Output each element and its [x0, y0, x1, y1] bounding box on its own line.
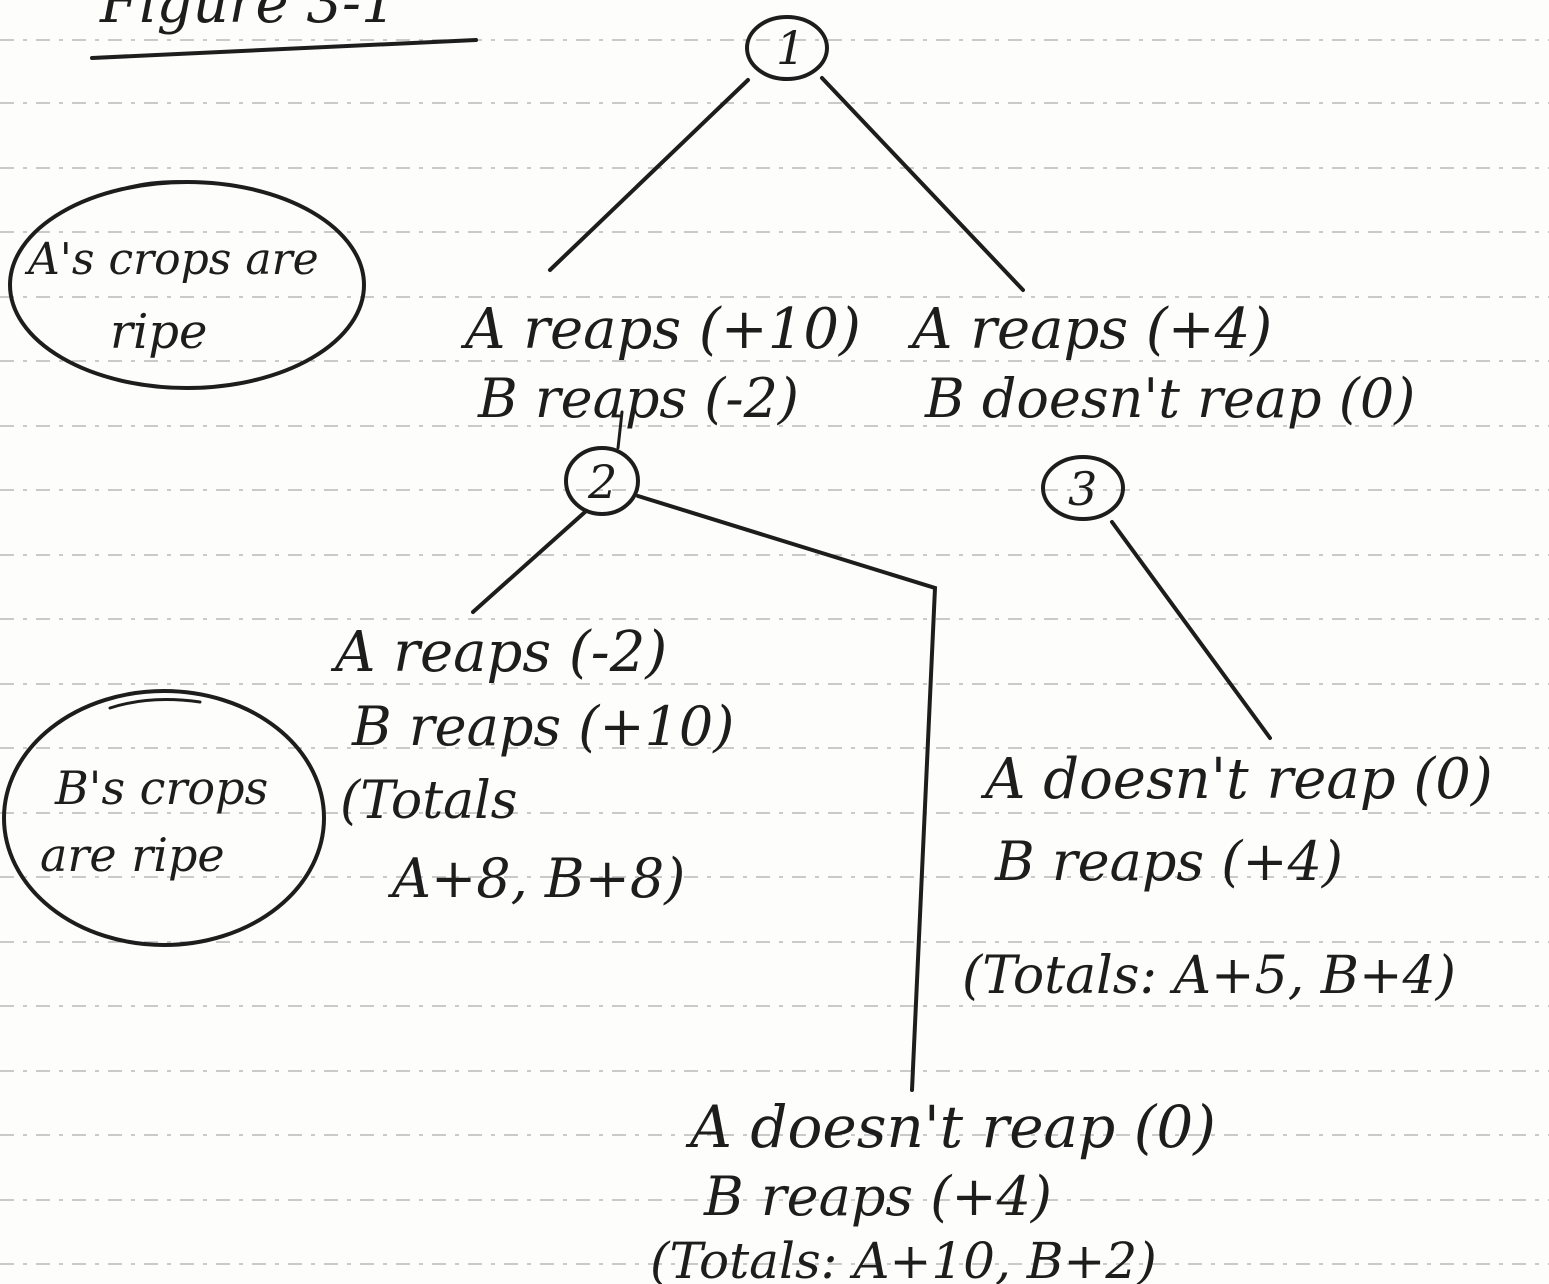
n2-right-outcome-line1: A doesn't reap (0) — [690, 1093, 1216, 1161]
node-2-circle — [564, 446, 640, 516]
n1-left-outcome-line2: B reaps (-2) — [478, 367, 799, 430]
edge-2-left — [471, 510, 587, 614]
figure-title: Figure 3-1 — [100, 0, 397, 36]
n3-outcome-line1: A doesn't reap (0) — [985, 747, 1493, 812]
node-3-circle — [1041, 455, 1125, 521]
n2-left-outcome-line3: (Totals — [340, 771, 518, 831]
n1-right-outcome-line1: A reaps (+4) — [912, 297, 1273, 362]
n3-outcome-line2: B reaps (+4) — [995, 830, 1343, 893]
title-underline — [90, 38, 478, 60]
a-crops-label-line1: A's crops are — [28, 234, 319, 285]
a-crops-oval-tail — [118, 180, 192, 192]
n2-left-outcome-line1: A reaps (-2) — [335, 620, 668, 685]
edge-3-down — [1110, 520, 1272, 740]
edge-2-right — [636, 494, 938, 1092]
node-1-label: 1 — [776, 21, 805, 75]
n1-left-outcome-line1: A reaps (+10) — [465, 297, 861, 362]
edge-2-up — [616, 410, 624, 450]
b-crops-oval-tail — [108, 698, 202, 710]
a-crops-label-line2: ripe — [110, 304, 208, 360]
n1-right-outcome-line2: B doesn't reap (0) — [925, 367, 1416, 430]
node-3-label: 3 — [1068, 462, 1097, 516]
b-crops-oval — [2, 689, 326, 947]
n2-left-outcome-line4: A+8, B+8) — [392, 847, 686, 910]
b-crops-label-line1: B's crops — [55, 761, 269, 815]
node-2-label: 2 — [587, 455, 617, 509]
b-crops-label-line2: are ripe — [40, 828, 225, 882]
n2-right-outcome-line2: B reaps (+4) — [704, 1165, 1052, 1228]
edge-1-left — [548, 78, 750, 272]
n2-right-outcome-line3: (Totals: A+10, B+2) — [650, 1232, 1157, 1284]
n3-outcome-line3: (Totals: A+5, B+4) — [962, 946, 1456, 1006]
edge-1-right — [820, 76, 1025, 292]
node-1-circle — [745, 15, 829, 81]
n2-left-outcome-line2: B reaps (+10) — [352, 695, 735, 758]
